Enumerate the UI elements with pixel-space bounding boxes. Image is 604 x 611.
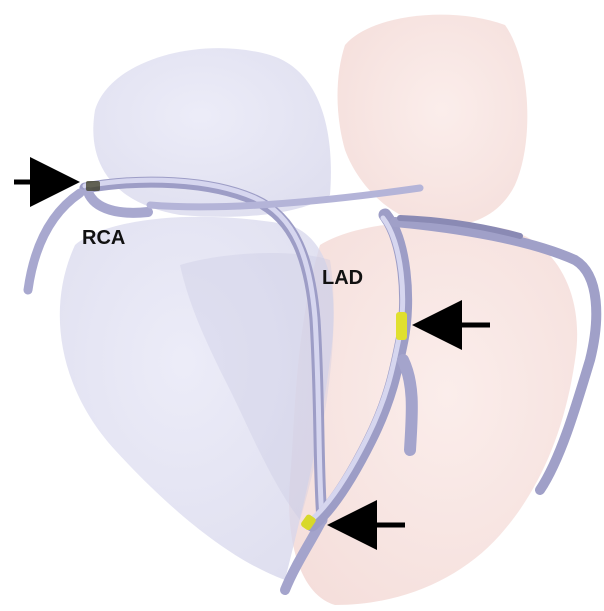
stenosis-marker-rca [86, 181, 100, 191]
rca-label: RCA [82, 227, 125, 249]
lad-label: LAD [322, 267, 363, 289]
stenosis-marker-lad [396, 312, 407, 340]
